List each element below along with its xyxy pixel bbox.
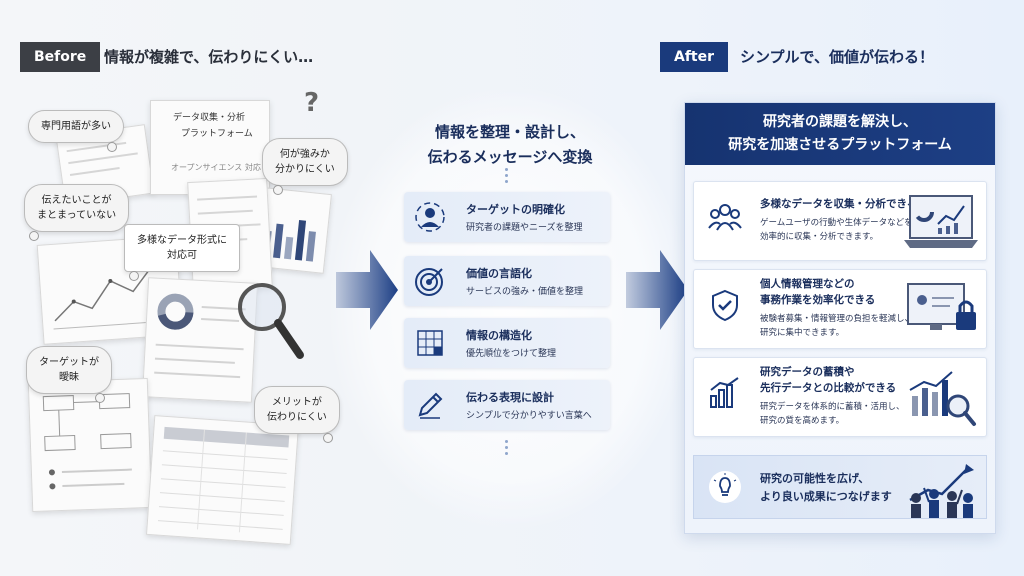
after-panel: 研究者の課題を解決し、 研究を加速させるプラットフォーム 多様なデータを収集・分… — [684, 102, 996, 534]
center-title-line2: 伝わるメッセージへ変換 — [427, 148, 593, 166]
after-headline: シンプルで、価値が伝わる！ — [740, 48, 934, 66]
bubble-strengths: 何が強みか分かりにくい — [262, 138, 348, 195]
step-expression: 伝わる表現に設計 シンプルで分かりやすい言葉へ — [404, 380, 610, 430]
step-structure: 情報の構造化 優先順位をつけて整理 — [404, 318, 610, 368]
card-body: 研究データを体系的に蓄積・活用し、 研究の質を高めます。 — [760, 402, 905, 426]
arrow-right-icon — [626, 250, 688, 330]
step-sub: シンプルで分かりやすい言葉へ — [466, 411, 592, 421]
bubble-target-vague: ターゲットが曖昧 — [26, 346, 112, 403]
bubble-jargon: 専門用語が多い — [28, 110, 124, 152]
step-sub: 研究者の課題やニーズを整理 — [466, 223, 583, 233]
step-target: ターゲットの明確化 研究者の課題やニーズを整理 — [404, 192, 610, 242]
before-collage: データ収集・分析 プラットフォーム オープンサイエンス 対応 — [0, 88, 348, 576]
step-sub: 優先順位をつけて整理 — [466, 349, 557, 359]
feature-card-data: 多様なデータを収集・分析できる ゲームユーザの行動や生体データなどを 効率的に収… — [693, 181, 987, 261]
feature-card-accumulation: 研究データの蓄積や 先行データとの比較ができる 研究データを体系的に蓄積・活用し… — [693, 357, 987, 437]
step-value: 価値の言語化 サービスの強み・価値を整理 — [404, 256, 610, 306]
dot-divider — [505, 168, 509, 186]
bubble-strengths-2: 分かりにくい — [275, 164, 335, 175]
shield-check-icon — [712, 289, 738, 322]
before-headline: 情報が複雑で、伝わりにくい… — [104, 48, 314, 66]
step-title: 伝わる表現に設計 — [466, 391, 554, 404]
donut-chart-icon — [154, 293, 246, 379]
celebrating-people-icon — [909, 464, 974, 518]
monitor-lock-icon — [907, 283, 976, 330]
bullseye-icon — [414, 265, 446, 297]
after-title-line2: 研究を加速させるプラットフォーム — [728, 137, 952, 153]
center-title: 情報を整理・設計し、 伝わるメッセージへ変換 — [390, 120, 630, 170]
paper-donut-sheet — [141, 277, 259, 403]
paper-table-sheet — [145, 415, 300, 545]
card-title: 多様なデータを収集・分析できる — [760, 198, 918, 210]
bubble-data-formats: 多様なデータ形式に対応可 — [124, 224, 240, 281]
bar-chart-icon — [710, 377, 739, 408]
card-title: 研究データの蓄積や 先行データとの比較ができる — [760, 366, 897, 394]
paper-sheet-main: データ収集・分析 プラットフォーム オープンサイエンス 対応 — [150, 100, 270, 195]
feature-card-privacy: 個人情報管理などの 事務作業を効率化できる 被験者募集・情報管理の負担を軽減し、… — [693, 269, 987, 349]
step-title: 価値の言語化 — [466, 267, 532, 280]
card-body: 被験者募集・情報管理の負担を軽減し、 研究に集中できます。 — [760, 314, 914, 338]
paper-title-1: データ収集・分析 — [173, 113, 246, 123]
final-message: 研究の可能性を広げ、 より良い成果につなげます — [760, 472, 892, 503]
target-user-icon — [414, 201, 446, 233]
paper-flow-sheet — [27, 377, 153, 513]
center-title-line1: 情報を整理・設計し、 — [434, 123, 585, 141]
bubble-merits: メリットが伝わりにくい — [254, 386, 340, 443]
after-panel-title: 研究者の課題を解決し、 研究を加速させるプラットフォーム — [685, 103, 995, 165]
flowchart-icon — [42, 393, 132, 490]
final-message-card: 研究の可能性を広げ、 より良い成果につなげます — [693, 455, 987, 519]
paper-open-science: オープンサイエンス 対応 — [171, 163, 261, 172]
people-icon — [708, 204, 742, 231]
lightbulb-icon — [709, 471, 741, 503]
step-title: 情報の構造化 — [466, 329, 532, 342]
arrow-right-icon — [336, 250, 398, 330]
card-body: ゲームユーザの行動や生体データなどを 効率的に収集・分析できます。 — [760, 218, 913, 242]
magnifier-icon — [238, 283, 304, 359]
pen-icon — [414, 389, 446, 421]
dot-divider — [505, 440, 509, 458]
paper-title-2: プラットフォーム — [181, 129, 253, 139]
after-title-line1: 研究者の課題を解決し、 — [763, 114, 917, 130]
bubble-unorganized: 伝えたいことがまとまっていない — [24, 184, 130, 241]
bubble-strengths-1: 何が強みか — [279, 149, 330, 160]
after-tag: After — [660, 42, 729, 72]
question-mark: ? — [304, 88, 320, 118]
before-tag: Before — [20, 42, 101, 72]
laptop-dashboard-icon — [904, 195, 978, 248]
card-title: 個人情報管理などの 事務作業を効率化できる — [760, 278, 876, 306]
step-sub: サービスの強み・価値を整理 — [466, 287, 584, 297]
chart-magnifier-icon — [909, 371, 976, 426]
table-icon — [157, 426, 290, 533]
grid-structure-icon — [414, 327, 446, 359]
step-title: ターゲットの明確化 — [466, 203, 565, 216]
